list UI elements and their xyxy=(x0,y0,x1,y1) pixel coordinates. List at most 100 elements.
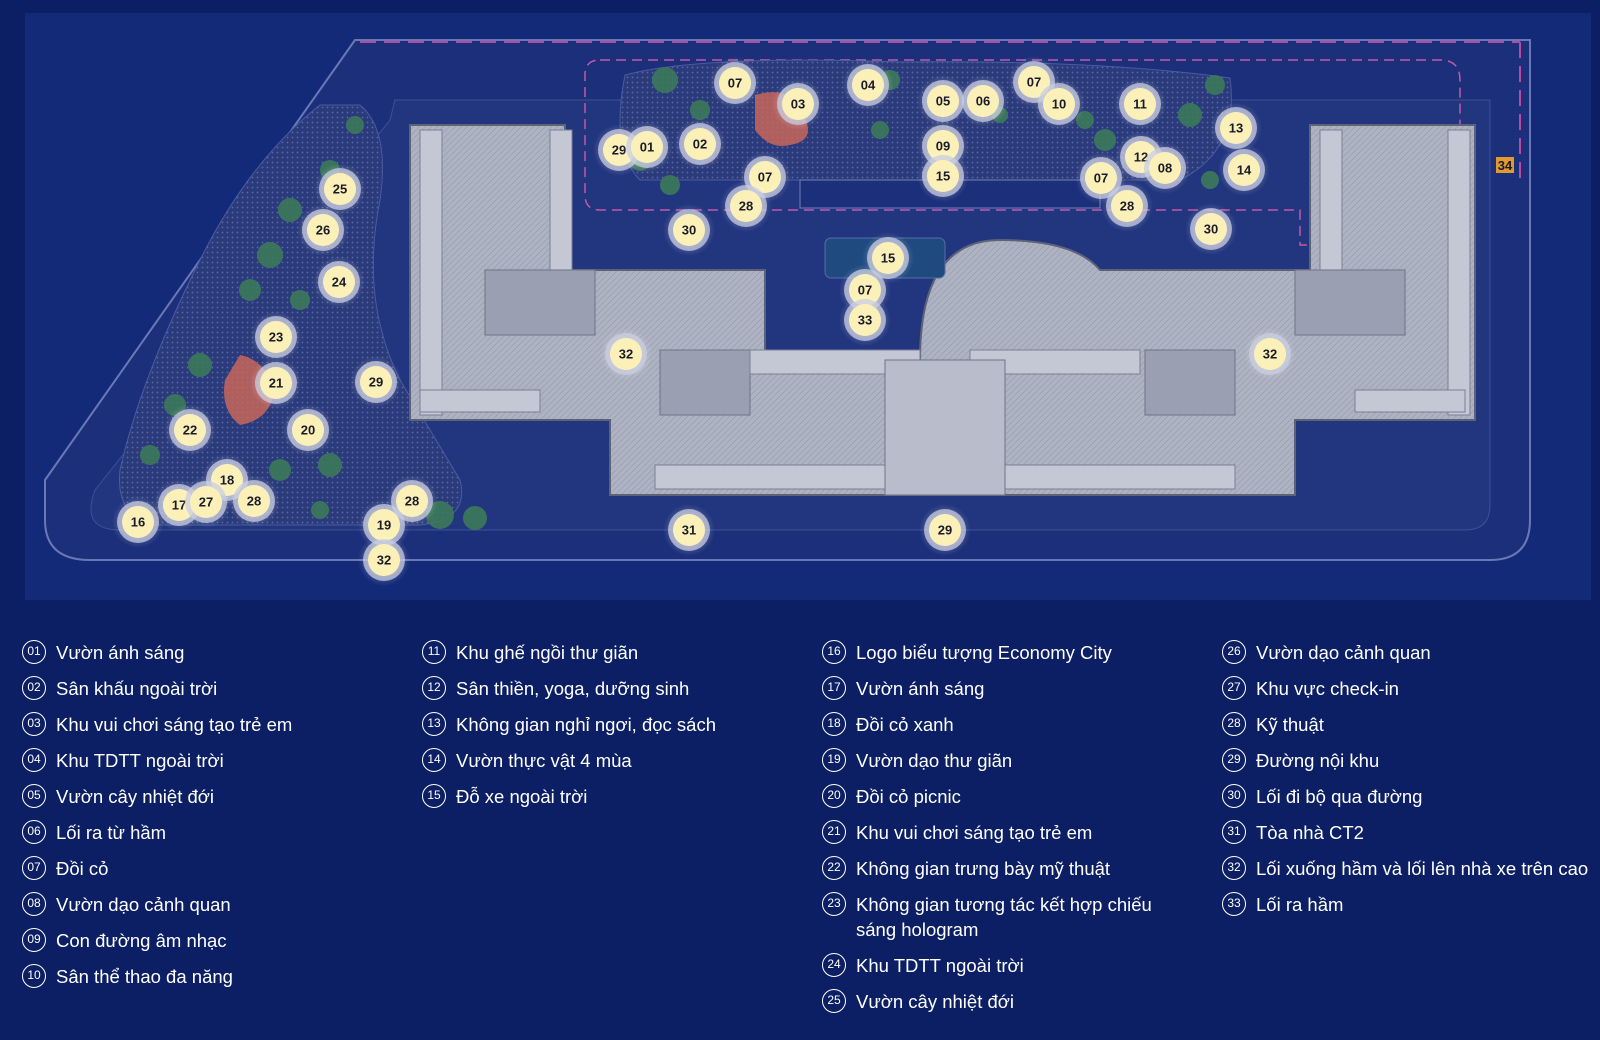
legend-number: 16 xyxy=(822,640,846,664)
map-marker[interactable]: 28 xyxy=(1101,180,1153,232)
marker-number: 09 xyxy=(936,139,950,154)
legend-item: 11 Khu ghế ngồi thư giãn xyxy=(422,640,802,665)
legend-label: Không gian trưng bày mỹ thuật xyxy=(856,858,1111,879)
legend-item: 23 Không gian tương tác kết hợp chiếu sán… xyxy=(822,892,1182,942)
marker-number: 11 xyxy=(1133,97,1147,112)
legend-column-3: 16 Logo biểu tượng Economy City 17 Vườn ánh… xyxy=(822,640,1182,1025)
legend-number: 02 xyxy=(22,676,46,700)
marker-number: 28 xyxy=(247,494,261,509)
legend-number: 19 xyxy=(822,748,846,772)
map-marker[interactable]: 29 xyxy=(350,356,402,408)
legend-number: 23 xyxy=(822,892,846,916)
map-marker[interactable]: 32 xyxy=(600,328,652,380)
map-marker[interactable]: 33 xyxy=(839,294,891,346)
map-marker[interactable]: 03 xyxy=(772,78,824,130)
marker-number: 29 xyxy=(369,375,383,390)
map-marker[interactable]: 14 xyxy=(1218,144,1270,196)
legend-label: Logo biểu tượng Economy City xyxy=(856,642,1112,663)
legend-label: Khu vui chơi sáng tạo trẻ em xyxy=(56,714,293,735)
map-marker[interactable]: 26 xyxy=(297,204,349,256)
legend-label: Sân thiền, yoga, dưỡng sinh xyxy=(456,678,690,699)
legend-label: Đường nội khu xyxy=(1256,750,1380,771)
map-marker[interactable]: 08 xyxy=(1139,142,1191,194)
map-marker[interactable]: 30 xyxy=(663,204,715,256)
legend-label: Sân thể thao đa năng xyxy=(56,966,233,987)
legend-label: Vườn ánh sáng xyxy=(856,678,985,699)
marker-number: 15 xyxy=(881,251,895,266)
marker-number: 19 xyxy=(377,518,391,533)
legend-number: 20 xyxy=(822,784,846,808)
map-marker[interactable]: 23 xyxy=(250,311,302,363)
legend-label: Tòa nhà CT2 xyxy=(1256,822,1364,843)
building-ct2 xyxy=(409,124,1476,496)
legend-item: 16 Logo biểu tượng Economy City xyxy=(822,640,1182,665)
legend-number: 32 xyxy=(1222,856,1246,880)
marker-number: 07 xyxy=(1094,171,1108,186)
parking-34-label: 34 xyxy=(1498,158,1513,173)
map-marker[interactable]: 07 xyxy=(709,57,761,109)
marker-number: 14 xyxy=(1237,163,1252,178)
map-marker[interactable]: 32 xyxy=(1244,328,1296,380)
marker-number: 07 xyxy=(728,76,742,91)
map-marker[interactable]: 06 xyxy=(957,75,1009,127)
map-marker[interactable]: 29 xyxy=(919,504,971,556)
legend-number: 06 xyxy=(22,820,46,844)
marker-number: 31 xyxy=(682,523,696,538)
map-marker[interactable]: 32 xyxy=(358,534,410,586)
map-marker[interactable]: 30 xyxy=(1185,203,1237,255)
map-marker[interactable]: 15 xyxy=(917,150,969,202)
legend-number: 11 xyxy=(422,640,446,664)
map-marker[interactable]: 01 xyxy=(621,121,673,173)
map-marker[interactable]: 21 xyxy=(250,357,302,409)
legend-number: 21 xyxy=(822,820,846,844)
legend-number: 18 xyxy=(822,712,846,736)
legend-number: 01 xyxy=(22,640,46,664)
legend-item: 06 Lối ra từ hầm xyxy=(22,820,402,845)
map-marker[interactable]: 31 xyxy=(663,504,715,556)
map-marker[interactable]: 20 xyxy=(282,404,334,456)
legend-label: Lối ra từ hầm xyxy=(56,822,167,843)
map-marker[interactable]: 02 xyxy=(674,118,726,170)
map-marker[interactable]: 28 xyxy=(228,475,280,527)
legend-label: Vườn dạo thư giãn xyxy=(856,750,1013,771)
map-marker[interactable]: 13 xyxy=(1210,102,1262,154)
marker-number: 32 xyxy=(1263,347,1277,362)
marker-number: 10 xyxy=(1052,97,1066,112)
map-marker[interactable]: 04 xyxy=(842,59,894,111)
map-marker[interactable]: 24 xyxy=(313,256,365,308)
marker-number: 15 xyxy=(936,169,950,184)
legend-label: Không gian tương tác kết hợp chiếu sáng … xyxy=(856,894,1152,940)
marker-number: 13 xyxy=(1229,121,1243,136)
marker-number: 16 xyxy=(131,515,145,530)
legend-number: 17 xyxy=(822,676,846,700)
legend-number: 13 xyxy=(422,712,446,736)
map-marker[interactable]: 11 xyxy=(1114,78,1166,130)
marker-number: 02 xyxy=(693,137,707,152)
legend-item: 17 Vườn ánh sáng xyxy=(822,676,1182,701)
map-marker[interactable]: 22 xyxy=(164,404,216,456)
map-marker[interactable]: 25 xyxy=(314,163,366,215)
map-marker[interactable]: 27 xyxy=(180,476,232,528)
map-marker[interactable]: 05 xyxy=(917,75,969,127)
map-marker[interactable]: 28 xyxy=(720,180,772,232)
legend-label: Khu ghế ngồi thư giãn xyxy=(456,642,639,663)
marker-number: 25 xyxy=(333,182,347,197)
map-marker[interactable]: 10 xyxy=(1033,78,1085,130)
map-marker[interactable]: 16 xyxy=(112,496,164,548)
legend-label: Sân khấu ngoài trời xyxy=(56,678,218,699)
